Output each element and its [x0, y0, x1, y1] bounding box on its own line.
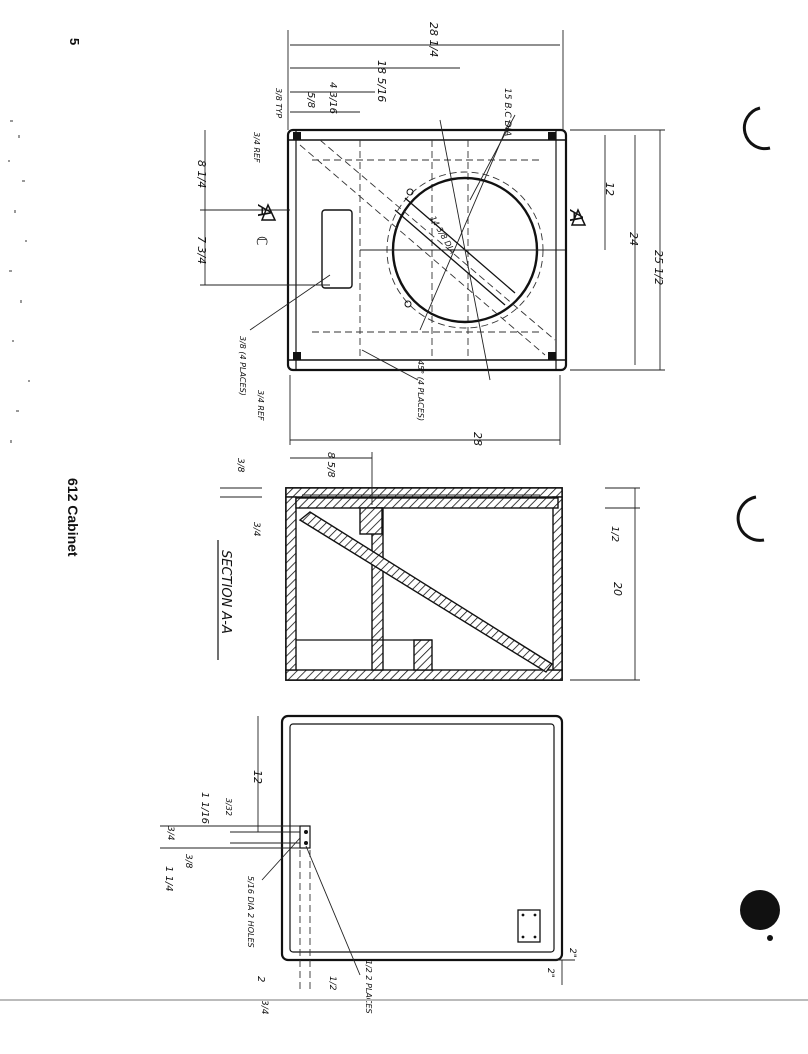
back-dim-3-8: 3/8	[183, 854, 193, 869]
dim-25: 25 1/2	[652, 250, 665, 285]
binder-marks	[736, 106, 780, 941]
hole-places-label: 3/8 (4 PLACES)	[238, 336, 247, 396]
back-dim-1-16: 1 1/16	[199, 792, 210, 824]
page-title: 612 Cabinet	[65, 478, 81, 557]
section-dim-small: 3/8	[235, 458, 245, 473]
back-dim-12: 12	[251, 770, 264, 784]
back-corner-2a: 2"	[567, 948, 577, 958]
dim-overall-height: 28 1/4	[427, 22, 440, 57]
angle-places-label: 45° (4 PLACES)	[416, 360, 425, 421]
back-dim-a: 3/4	[165, 826, 175, 841]
section-title: SECTION A-A	[218, 550, 233, 634]
hole-note: 5/16 DIA 2 HOLES	[246, 876, 255, 948]
dim-12-top: 12	[603, 182, 616, 196]
section-dim-depth: 20	[611, 582, 624, 596]
section-view-dimensions	[217, 452, 640, 681]
section-dim-top: 8 5/8	[325, 452, 336, 478]
back-corner-2b: 2"	[545, 968, 555, 978]
section-mark-right: A	[565, 209, 586, 222]
back-view-labels: 12 1 1/16 3/32 3/8 3/4 1 1/4 5/16 DIA 2 …	[163, 770, 577, 1015]
bottom-ref-label: 3/4 REF	[256, 390, 265, 421]
dim-7: 7 3/4	[195, 236, 208, 264]
dim-18: 18 5/16	[375, 60, 388, 102]
handle-cutout	[299, 825, 311, 849]
bolt-circle-label: 15 B.C DIA	[502, 88, 512, 136]
back-dim-3-32: 3/32	[224, 798, 233, 816]
back-dim-half-bottom: 1/2	[327, 976, 337, 991]
back-dim-2-top: 2	[255, 976, 266, 982]
front-baffle-view	[286, 119, 568, 381]
dim-5-8: 5/8	[305, 92, 316, 108]
terminal-plate	[517, 909, 541, 943]
dim-3-4-ref: 3/4 REF	[252, 132, 261, 163]
front-view-dimensions	[200, 30, 665, 445]
dim-8: 8 1/4	[195, 160, 208, 188]
dim-28-width: 28	[471, 432, 484, 446]
port-cutout	[321, 209, 353, 289]
places-note: 1/2 2 PLACES	[364, 960, 373, 1014]
dim-4: 4 3/16	[327, 82, 338, 114]
dim-3-8-typ: 3/8 TYP	[274, 88, 283, 118]
page-number: 5	[67, 38, 82, 45]
centerline-mark: ℂ	[253, 236, 269, 246]
section-view-labels: SECTION A-A 8 5/8 3/8 3/4 1/2 20	[218, 452, 624, 634]
section-a-a-view	[285, 487, 563, 681]
back-dim-3-4-bottom: 3/4	[259, 1000, 269, 1015]
section-dim-half: 1/2	[609, 526, 620, 542]
dim-24: 24	[627, 232, 640, 246]
section-dim-3-4: 3/4	[251, 522, 261, 537]
back-panel-view	[280, 714, 564, 962]
back-dim-1: 1 1/4	[163, 866, 174, 892]
scan-margin-noise	[8, 120, 30, 443]
section-mark-left: A	[253, 204, 274, 217]
cutout-dia-label: 14 3/8 DIA	[428, 215, 457, 256]
back-view-dimensions	[160, 716, 575, 990]
